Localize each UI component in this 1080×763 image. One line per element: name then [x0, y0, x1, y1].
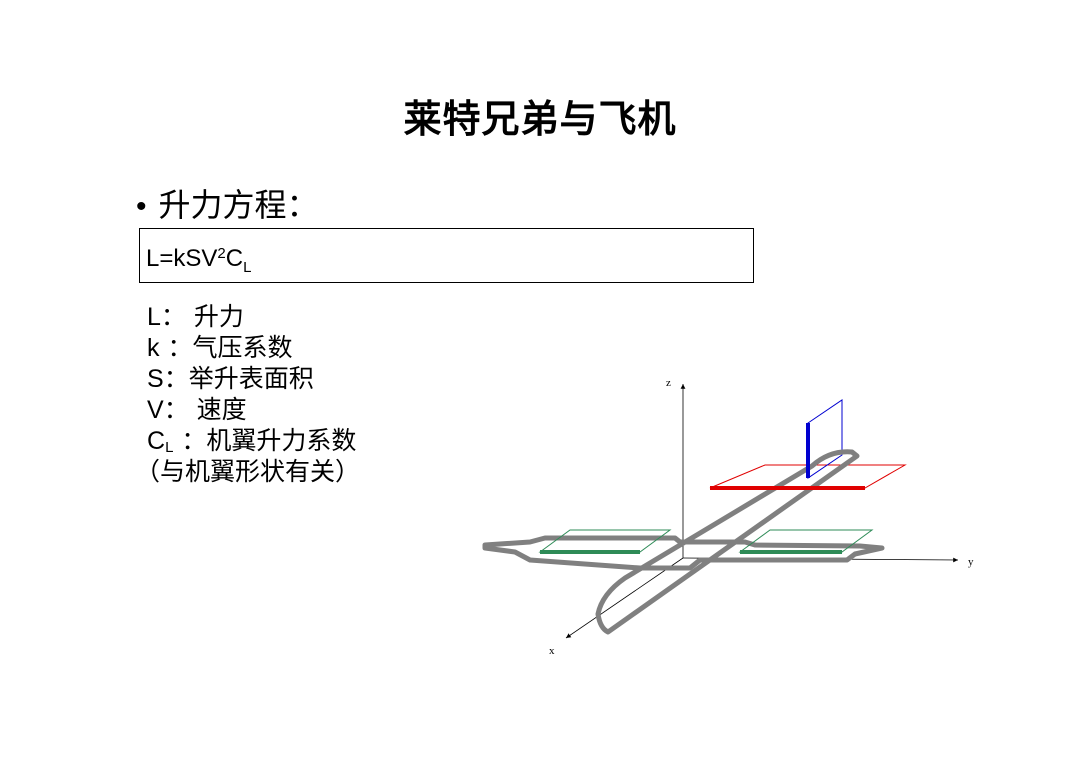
formula-part2: C — [225, 245, 244, 272]
definition-text: 升力 — [193, 302, 244, 331]
formula-exponent: 2 — [217, 245, 226, 262]
definition-row-pressure-coefficient: k ：气压系数 — [147, 333, 360, 364]
bullet-heading: • 升力方程： — [136, 180, 319, 226]
bullet-marker: • — [136, 190, 147, 223]
definition-symbol: k — [147, 334, 160, 362]
definition-symbol: S — [147, 365, 164, 393]
page-title: 莱特兄弟与飞机 — [403, 97, 677, 141]
definition-symbol: CL — [147, 427, 173, 455]
main-wing — [482, 535, 885, 571]
z-axis-label: z — [666, 377, 671, 389]
definition-row-lifting-area: S：举升表面积 — [147, 364, 360, 395]
definition-row-lift-coefficient: CL ：机翼升力系数 — [147, 426, 360, 457]
definition-symbol: V — [147, 396, 164, 424]
airplane-axes-diagram: z y x — [482, 377, 974, 657]
definition-note: （与机翼形状有关） — [135, 457, 361, 486]
definition-separator: ： — [173, 426, 207, 455]
definition-row-velocity: V： 速度 — [147, 395, 360, 426]
x-axis — [565, 557, 684, 639]
definition-separator: ： — [159, 333, 193, 362]
definition-text: 气压系数 — [192, 333, 293, 362]
definition-text: 速度 — [196, 395, 247, 424]
x-axis-label: x — [549, 645, 555, 657]
definition-text: 机翼升力系数 — [206, 426, 357, 455]
definition-symbol-main: C — [147, 427, 166, 455]
definition-separator: ： — [163, 364, 189, 393]
lift-equation-box: L=kSV2CL — [139, 228, 754, 283]
definition-separator: ： — [160, 302, 194, 331]
left-aileron-outline — [538, 529, 672, 553]
definition-separator: ： — [163, 395, 197, 424]
definition-symbol: L — [147, 303, 161, 331]
fuselage — [595, 449, 860, 635]
formula-part1: L=kSV — [146, 245, 218, 272]
definition-symbol-subscript: L — [165, 439, 174, 456]
definition-row-lift: L： 升力 — [147, 302, 360, 333]
definition-text: 举升表面积 — [188, 364, 314, 393]
bullet-text: 升力方程： — [158, 186, 319, 224]
right-aileron-outline — [738, 529, 874, 553]
definition-list: L： 升力 k ：气压系数 S：举升表面积 V： 速度 CL ：机翼升力系数 （… — [135, 302, 360, 488]
formula-subscript: L — [243, 259, 252, 276]
y-axis-label: y — [968, 556, 974, 568]
